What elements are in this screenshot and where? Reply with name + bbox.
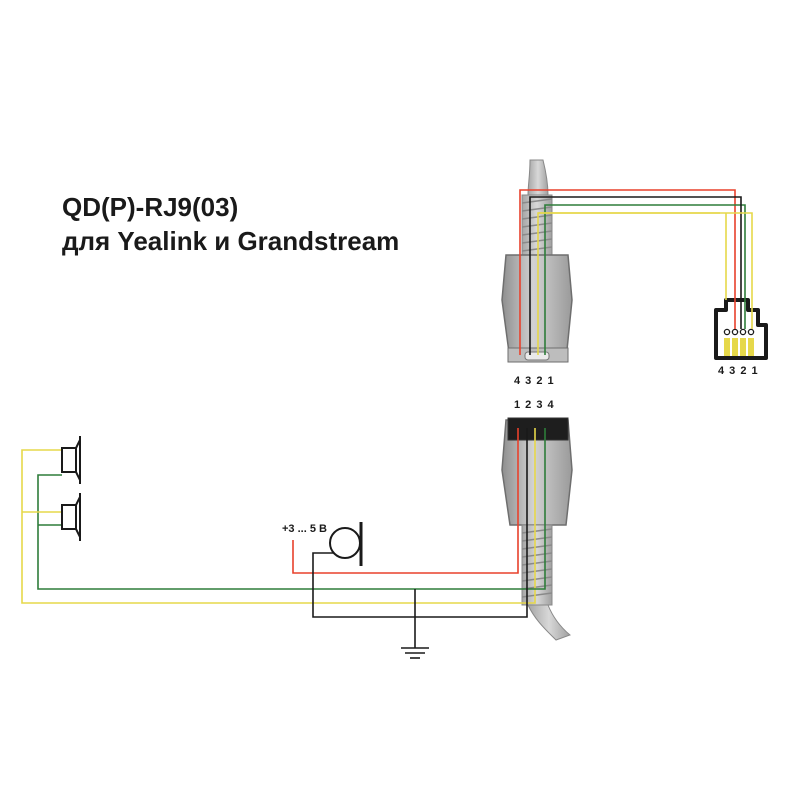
wire-red-upper [519, 189, 736, 355]
speaker-icon [61, 493, 81, 541]
wire-yellow-lower [21, 428, 536, 604]
speaker-icon [61, 436, 81, 484]
upper-strain-relief-ribs [521, 198, 553, 252]
bottom-plug-pin-labels: 1 2 3 4 [514, 399, 555, 411]
lower-wires [21, 428, 546, 648]
top-plug-pin-labels: 4 3 2 1 [514, 375, 555, 387]
ground-icon [401, 647, 429, 659]
wire-green-lower [37, 428, 546, 590]
lower-cable [521, 524, 571, 641]
diagram-subtitle: для Yealink и Grandstream [62, 226, 400, 256]
upper-wires [519, 189, 753, 355]
mic-voltage-label: +3 ... 5 В [282, 523, 327, 535]
title-block: QD(P)-RJ9(03) для Yealink и Grandstream [62, 190, 399, 258]
wire-red-lower [292, 428, 519, 574]
qd-plug-icon [501, 254, 573, 363]
qd-socket-icon [501, 417, 573, 526]
wire-black-upper [529, 196, 742, 355]
wire-black-lower [312, 428, 528, 618]
upper-cable [521, 159, 553, 256]
rj9-pin-labels: 4 3 2 1 [718, 365, 759, 377]
microphone-icon [329, 522, 363, 566]
wire-green-upper [544, 204, 746, 355]
diagram-title: QD(P)-RJ9(03) [62, 192, 239, 222]
